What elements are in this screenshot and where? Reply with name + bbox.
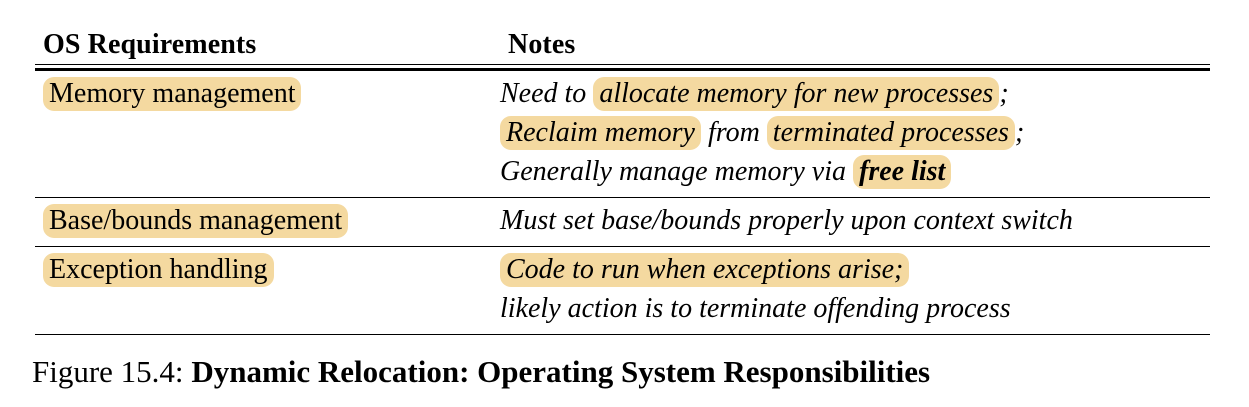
header-rule-thin xyxy=(35,64,1210,65)
highlighted-text: free list xyxy=(853,155,952,189)
highlighted-text: Exception handling xyxy=(43,253,274,287)
highlighted-text: terminated processes xyxy=(766,116,1015,150)
header-label-requirements: OS Requirements xyxy=(43,29,257,60)
table-body: Memory management Need to allocate memory… xyxy=(35,71,1210,335)
plain-text: Must set base/bounds properly upon conte… xyxy=(500,205,1073,236)
requirement-text: Exception handling xyxy=(35,250,500,289)
highlighted-text: Base/bounds management xyxy=(43,204,349,238)
header-label-notes: Notes xyxy=(508,29,576,60)
plain-text: ; xyxy=(1014,117,1025,148)
header-rule-thick xyxy=(35,68,1210,71)
table-header-row: OS Requirements Notes xyxy=(35,28,1210,64)
figure-caption-title: Dynamic Relocation: Operating System Res… xyxy=(191,354,931,389)
figure-caption-label: Figure 15.4: xyxy=(32,354,184,389)
cell-requirement: Base/bounds management xyxy=(35,201,500,240)
highlighted-text: Memory management xyxy=(43,77,302,111)
plain-text: likely action is to terminate offending … xyxy=(500,293,1011,324)
notes-line: Code to run when exceptions arise; xyxy=(500,250,1210,289)
plain-text: Generally manage memory via xyxy=(500,156,854,187)
cell-notes: Code to run when exceptions arise; likely… xyxy=(500,250,1210,328)
notes-lines: Must set base/bounds properly upon conte… xyxy=(500,201,1210,240)
plain-text: ; xyxy=(999,78,1009,109)
row-rule xyxy=(35,246,1210,247)
cell-requirement: Memory management xyxy=(35,74,500,113)
notes-line: likely action is to terminate offending … xyxy=(500,289,1210,328)
row-rule xyxy=(35,197,1210,198)
notes-line: Must set base/bounds properly upon conte… xyxy=(500,201,1210,240)
requirement-text: Base/bounds management xyxy=(35,201,500,240)
cell-requirement: Exception handling xyxy=(35,250,500,289)
notes-line: Need to allocate memory for new processe… xyxy=(500,74,1210,113)
header-cell-notes: Notes xyxy=(500,28,1210,62)
table-row: Base/bounds management Must set base/boun… xyxy=(35,198,1210,246)
table-row: Exception handling Code to run when excep… xyxy=(35,247,1210,334)
table-row: Memory management Need to allocate memory… xyxy=(35,71,1210,197)
figure-caption: Figure 15.4: Dynamic Relocation: Operati… xyxy=(32,352,1222,392)
os-responsibilities-table: OS Requirements Notes Memory management N… xyxy=(35,28,1210,335)
requirement-text: Memory management xyxy=(35,74,500,113)
highlighted-text: Code to run when exceptions arise; xyxy=(500,253,910,287)
notes-line: Reclaim memory from terminated processes… xyxy=(500,113,1210,152)
highlighted-text: allocate memory for new processes xyxy=(593,77,1000,111)
plain-text: from xyxy=(700,117,767,148)
row-rule xyxy=(35,334,1210,335)
header-cell-requirements: OS Requirements xyxy=(35,28,500,62)
highlighted-text: Reclaim memory xyxy=(500,116,701,150)
notes-lines: Code to run when exceptions arise; likely… xyxy=(500,250,1210,328)
cell-notes: Need to allocate memory for new processe… xyxy=(500,74,1210,191)
notes-line: Generally manage memory via free list xyxy=(500,152,1210,191)
cell-notes: Must set base/bounds properly upon conte… xyxy=(500,201,1210,240)
notes-lines: Need to allocate memory for new processe… xyxy=(500,74,1210,191)
plain-text: Need to xyxy=(500,78,594,109)
